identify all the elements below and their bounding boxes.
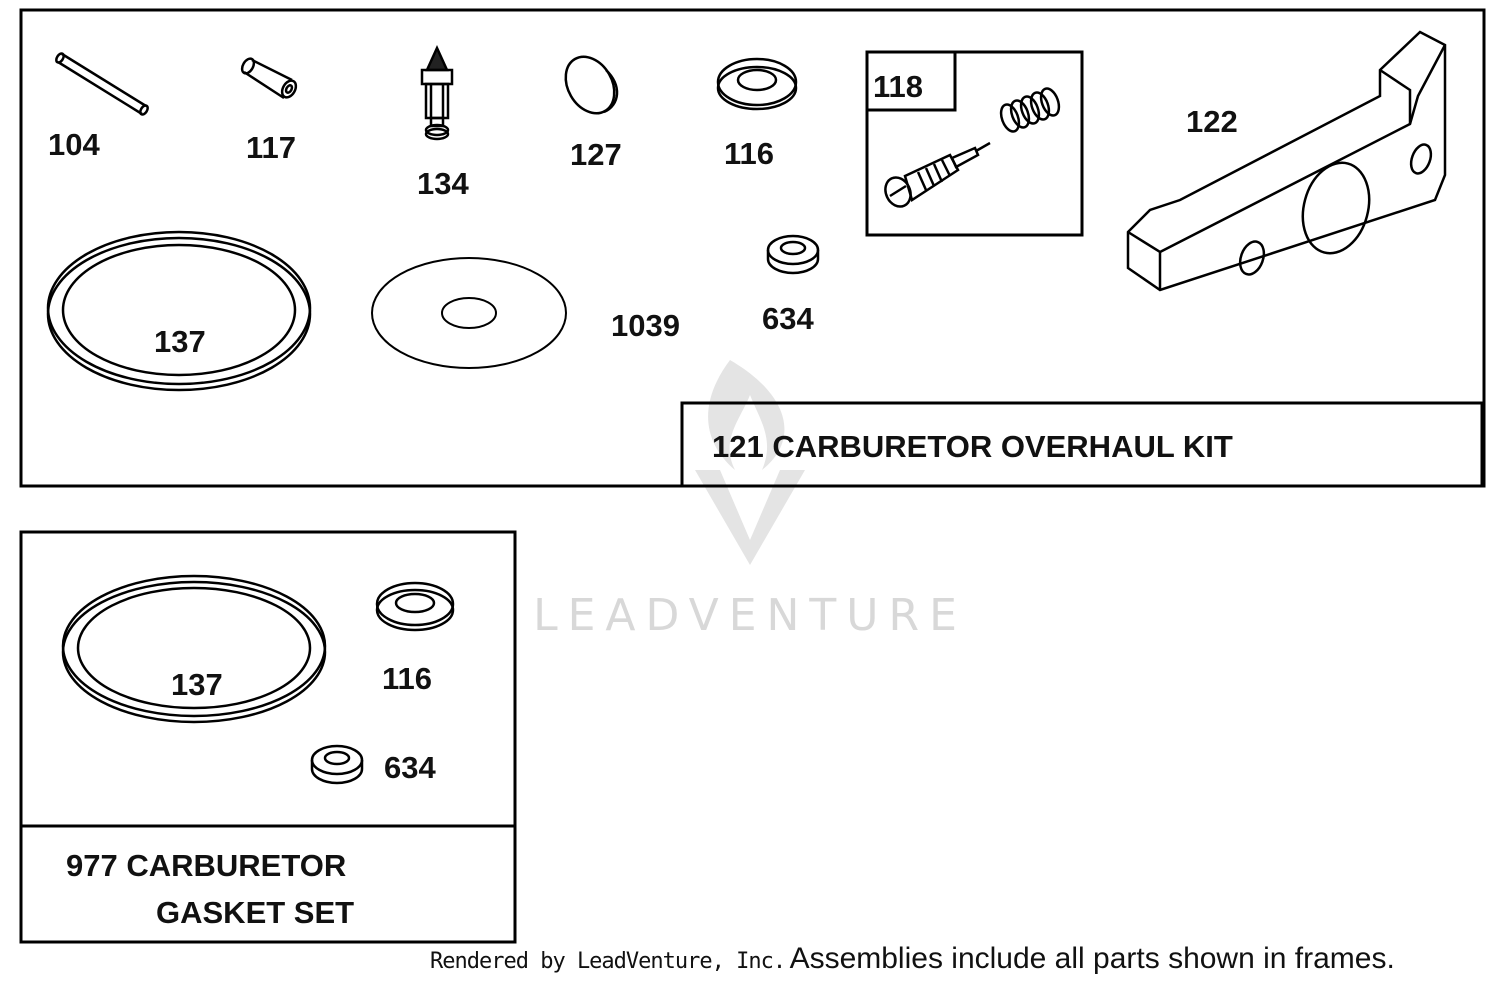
rendered-by-text: Rendered by LeadVenture, Inc. [430, 949, 786, 974]
plug-icon [564, 55, 619, 115]
part-label-127: 127 [570, 137, 622, 172]
small-washer-icon [310, 744, 364, 785]
part-label-116-gasket-set: 116 [382, 661, 432, 696]
part-label-134: 134 [417, 166, 469, 201]
overhaul-kit-title-box [680, 401, 1484, 488]
gasket-ring-icon [61, 574, 327, 724]
footer: Rendered by LeadVenture, Inc. Assemblies… [430, 942, 1490, 976]
watermark: LEADVENTURE [533, 360, 967, 641]
overhaul-kit-frame: 121 CARBURETOR OVERHAUL KIT 104 117 [19, 8, 1486, 488]
gasket-set-title-line2: GASKET SET [156, 895, 354, 930]
part-label-116: 116 [724, 136, 774, 171]
diaphragm-icon [371, 257, 567, 369]
spring-icon [999, 87, 1061, 133]
part-label-122: 122 [1186, 104, 1238, 139]
screw-assembly-frame: 118 [865, 50, 1084, 237]
part-label-104: 104 [48, 127, 100, 162]
gasket-set-frame: 977 CARBURETOR GASKET SET 137 116 634 [19, 530, 517, 944]
spacer-icon [1126, 30, 1447, 292]
gasket-ring-icon [46, 230, 312, 392]
watermark-text: LEADVENTURE [533, 590, 967, 641]
part-label-137: 137 [154, 324, 206, 359]
bushing-icon [240, 57, 298, 100]
part-label-1039: 1039 [611, 308, 680, 343]
washer-icon [716, 57, 798, 111]
part-label-137-gasket-set: 137 [171, 667, 223, 702]
overhaul-kit-title: 121 CARBURETOR OVERHAUL KIT [712, 429, 1233, 464]
part-label-634: 634 [762, 301, 814, 336]
part-label-117: 117 [246, 130, 296, 165]
needle-icon [420, 44, 454, 141]
gasket-set-title-line1: 977 CARBURETOR [66, 848, 346, 883]
part-label-634-gasket-set: 634 [384, 750, 436, 785]
small-washer-icon [766, 234, 820, 275]
assemblies-note: Assemblies include all parts shown in fr… [789, 942, 1395, 975]
leadventure-logo-icon [695, 360, 805, 565]
part-label-118: 118 [873, 69, 923, 104]
adjusting-screw-icon [884, 141, 991, 208]
washer-icon [375, 581, 455, 632]
pin-icon [55, 52, 149, 116]
